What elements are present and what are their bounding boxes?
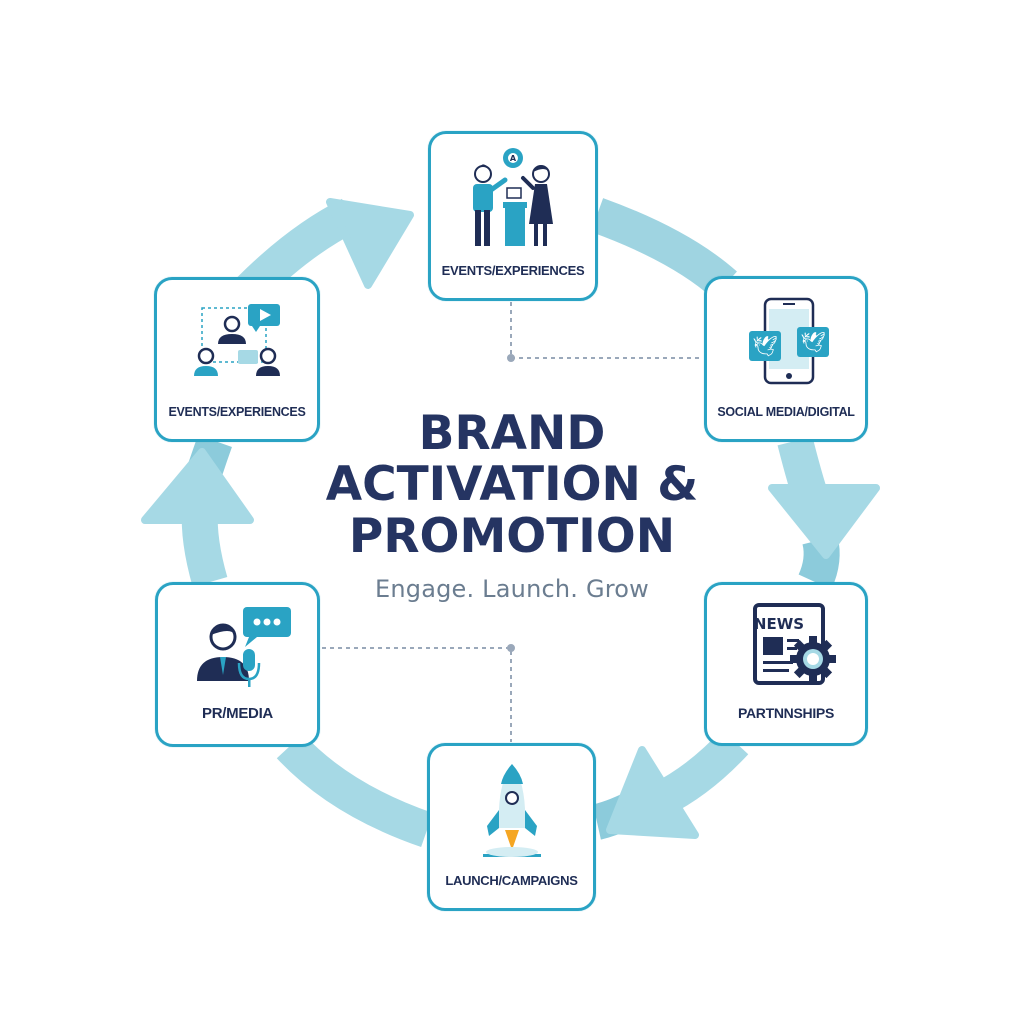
arrowhead-down-left xyxy=(606,746,699,839)
node-label: EVENTS/EXPERIENCES xyxy=(168,405,306,419)
people-podium-icon: A xyxy=(473,148,553,246)
svg-text:🕊: 🕊 xyxy=(800,330,825,354)
node-events-experiences-top: A EVENTS/EXPERIENCES xyxy=(428,131,598,301)
title-line-1: BRAND xyxy=(418,406,606,461)
node-label: LAUNCH/CAMPAIGNS xyxy=(445,873,578,888)
arrowhead-up-right xyxy=(326,198,414,289)
ring-segment-upper-right xyxy=(590,198,737,299)
arrowhead-down xyxy=(768,484,880,559)
speaker-microphone-icon xyxy=(196,607,291,687)
node-launch-campaigns: LAUNCH/CAMPAIGNS xyxy=(427,743,596,911)
svg-text:🕊: 🕊 xyxy=(752,334,777,358)
title-line-3: PROMOTION xyxy=(348,509,676,564)
news-gear-icon: NEWS xyxy=(753,603,836,685)
node-label: PARTNNSHIPS xyxy=(737,705,834,721)
ring-segment-lower-left xyxy=(276,733,433,848)
rocket-icon xyxy=(482,764,541,857)
node-social-media-digital: 🕊 🕊 SOCIAL MEDIA/DIGITAL xyxy=(704,276,868,442)
node-label: PR/MEDIA xyxy=(202,705,273,722)
title-line-2: ACTIVATION & xyxy=(325,457,699,512)
svg-text:A: A xyxy=(510,154,517,163)
news-text: NEWS xyxy=(754,615,804,633)
node-label: EVENTS/EXPERIENCES xyxy=(441,263,585,278)
subtitle: Engage. Launch. Grow xyxy=(375,575,649,603)
node-label: SOCIAL MEDIA/DIGITAL xyxy=(717,405,855,419)
node-pr-media: PR/MEDIA xyxy=(155,582,320,747)
node-events-experiences-left: EVENTS/EXPERIENCES xyxy=(154,277,320,442)
video-conference-people-icon xyxy=(194,304,280,376)
arrowhead-up xyxy=(141,448,254,524)
smartphone-twitter-icon: 🕊 🕊 xyxy=(749,297,829,385)
node-partnerships: NEWS PARTNNSHIPS xyxy=(704,582,868,746)
